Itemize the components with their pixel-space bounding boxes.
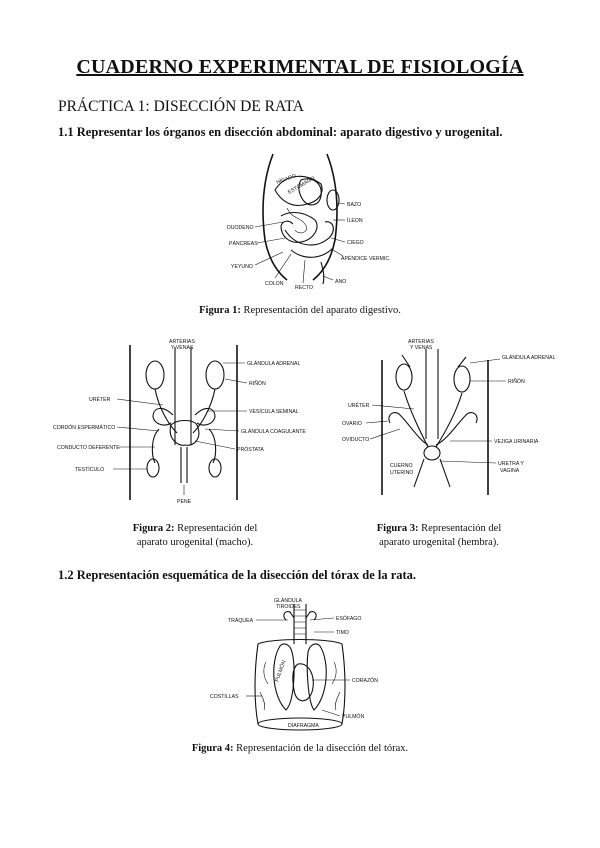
- label-venas: Y VENAS: [171, 345, 194, 351]
- label-glande: GLÁNDULA COAGULANTE: [241, 428, 306, 435]
- label-diafragma: DIAFRAGMA: [288, 723, 319, 729]
- label-cuerno: CUERNO: [390, 463, 412, 469]
- label-apendice: APÉNDICE VERMIC.: [341, 255, 391, 262]
- figure-3-female-urogenital-diagram: ARTERIAS Y VENAS GLÁNDULA ADRENAL RIÑÓN …: [342, 339, 555, 495]
- figure-2-caption-line2: aparato urogenital (macho).: [136, 537, 254, 548]
- figure-4-thorax-diagram: GLÁNDULA TIROIDES TRÁQUEA ESÓFAGO TIMO P…: [210, 597, 378, 731]
- label-colon: COLON: [265, 281, 284, 287]
- label-ileon: ÍLEON: [347, 217, 363, 224]
- label-tiroides: TIROIDES: [276, 604, 301, 610]
- label-testiculo: TESTÍCULO: [75, 466, 104, 473]
- section-heading-1-1: 1.1 Representar los órganos en disección…: [58, 125, 503, 139]
- figure-2-caption-text: Representación del: [174, 523, 258, 534]
- label-oviducto: OVIDUCTO: [342, 437, 369, 443]
- document-title: CUADERNO EXPERIMENTAL DE FISIOLOGÍA: [76, 56, 524, 78]
- label-glandula: GLÁNDULA ADRENAL: [247, 360, 300, 367]
- figure-1-caption-label: Figura 1:: [199, 305, 241, 316]
- figure-2-caption: Figura 2: Representación del aparato urog…: [105, 522, 285, 550]
- label-venas: Y VENAS: [410, 345, 433, 351]
- label-corazon: CORAZÓN: [352, 677, 378, 684]
- figure-1-digestive-diagram: HÍGADO ESTÓMAGO DUODENO PÁNCREAS YEYUNO …: [227, 153, 391, 291]
- label-vagina: VAGINA: [500, 468, 520, 474]
- label-recto: RECTO: [295, 285, 313, 291]
- label-arterias: ARTERIAS: [169, 339, 195, 345]
- label-pulmon2: PULMÓN: [342, 713, 364, 720]
- label-cordon: CORDÓN ESPERMÁTICO: [53, 424, 115, 431]
- label-uretra: URETRA Y: [498, 461, 524, 467]
- label-ureter: URÉTER: [348, 402, 370, 409]
- label-glandula: GLÁNDULA ADRENAL: [502, 354, 555, 361]
- label-pancreas: PÁNCREAS: [229, 240, 258, 247]
- label-costillas: COSTILLAS: [210, 694, 239, 700]
- label-vejiga: VEJIGA URINARIA: [494, 439, 539, 445]
- label-rinon: RIÑÓN: [249, 380, 266, 387]
- label-traquea: TRÁQUEA: [228, 617, 254, 624]
- label-conducto: CONDUCTO DEFERENTE: [57, 445, 120, 451]
- figure-3-caption-line2: aparato urogenital (hembra).: [379, 537, 499, 548]
- figure-4-caption: Figura 4: Representación de la disección…: [0, 742, 600, 756]
- figure-3-caption-text: Representación del: [418, 523, 502, 534]
- label-ovario: OVARIO: [342, 421, 362, 427]
- figure-1-caption: Figura 1: Representación del aparato dig…: [0, 304, 600, 318]
- label-rinon: RIÑÓN: [508, 378, 525, 385]
- label-ciego: CIEGO: [347, 240, 364, 246]
- figure-3-caption-label: Figura 3:: [376, 523, 419, 534]
- label-ureter: URÉTER: [89, 396, 111, 403]
- label-duodeno: DUODENO: [227, 225, 254, 231]
- practice-heading: PRÁCTICA 1: DISECCIÓN DE RATA: [58, 98, 304, 115]
- figure-2-male-urogenital-diagram: ARTERIAS Y VENAS GLÁNDULA ADRENAL RIÑÓN …: [53, 339, 306, 505]
- figure-4-caption-label: Figura 4:: [191, 743, 234, 754]
- label-higado: HÍGADO: [275, 172, 297, 186]
- label-vesicula: VESÍCULA SEMINAL: [249, 408, 299, 415]
- label-uterino: UTERINO: [390, 470, 413, 476]
- label-esofago: ESÓFAGO: [336, 615, 361, 622]
- label-timo: TIMO: [336, 630, 349, 636]
- section-heading-1-2: 1.2 Representación esquemática de la dis…: [58, 568, 417, 582]
- label-pene: PENE: [177, 499, 192, 505]
- label-pulmon: PULMÓN: [273, 659, 287, 682]
- label-ano: ANO: [335, 279, 346, 285]
- label-bazo: BAZO: [347, 202, 361, 208]
- label-arterias: ARTERIAS: [408, 339, 434, 345]
- figure-1-caption-text: Representación del aparato digestivo.: [240, 305, 401, 316]
- label-prostata: PRÓSTATA: [237, 446, 264, 453]
- label-yeyuno: YEYUNO: [231, 264, 253, 270]
- figure-4-caption-text: Representación de la disección del tórax…: [233, 743, 409, 754]
- figure-2-caption-label: Figura 2:: [132, 523, 175, 534]
- label-glandula: GLÁNDULA: [274, 597, 303, 604]
- figure-3-caption: Figura 3: Representación del aparato urog…: [350, 522, 528, 550]
